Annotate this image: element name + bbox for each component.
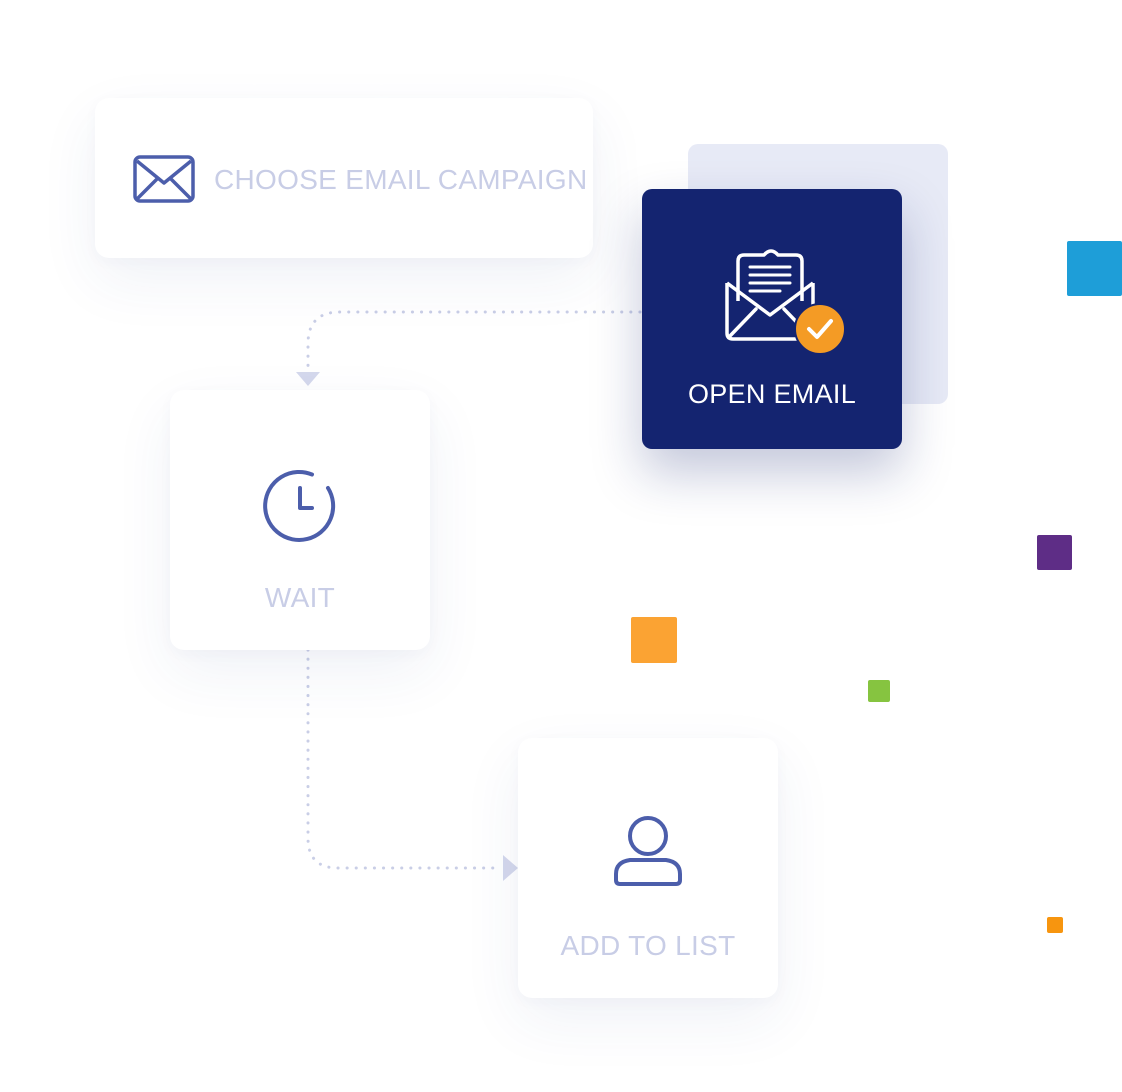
user-icon [614, 816, 682, 886]
decor-square-small-orange [1047, 917, 1063, 933]
choose-email-campaign-card[interactable]: CHOOSE EMAIL CAMPAIGN [95, 98, 593, 258]
add-to-list-card[interactable]: ADD TO LIST [518, 738, 778, 998]
connector-open-to-wait [306, 310, 642, 372]
add-to-list-label: ADD TO LIST [560, 930, 736, 961]
wait-label: WAIT [264, 582, 336, 613]
connector-wait-to-add [306, 648, 502, 870]
decor-square-blue [1067, 241, 1122, 296]
open-envelope-check-icon [725, 249, 846, 355]
choose-email-campaign-label: CHOOSE EMAIL CAMPAIGN [214, 164, 588, 195]
open-email-label: OPEN EMAIL [687, 379, 857, 409]
decor-square-orange [631, 617, 677, 663]
arrow-down-icon [296, 372, 320, 386]
open-email-card[interactable]: OPEN EMAIL [642, 189, 902, 449]
decor-square-purple [1037, 535, 1072, 570]
envelope-icon [133, 155, 195, 203]
clock-icon [263, 469, 336, 542]
decor-square-green [868, 680, 890, 702]
arrow-right-icon [503, 855, 518, 881]
wait-card[interactable]: WAIT [170, 390, 430, 650]
